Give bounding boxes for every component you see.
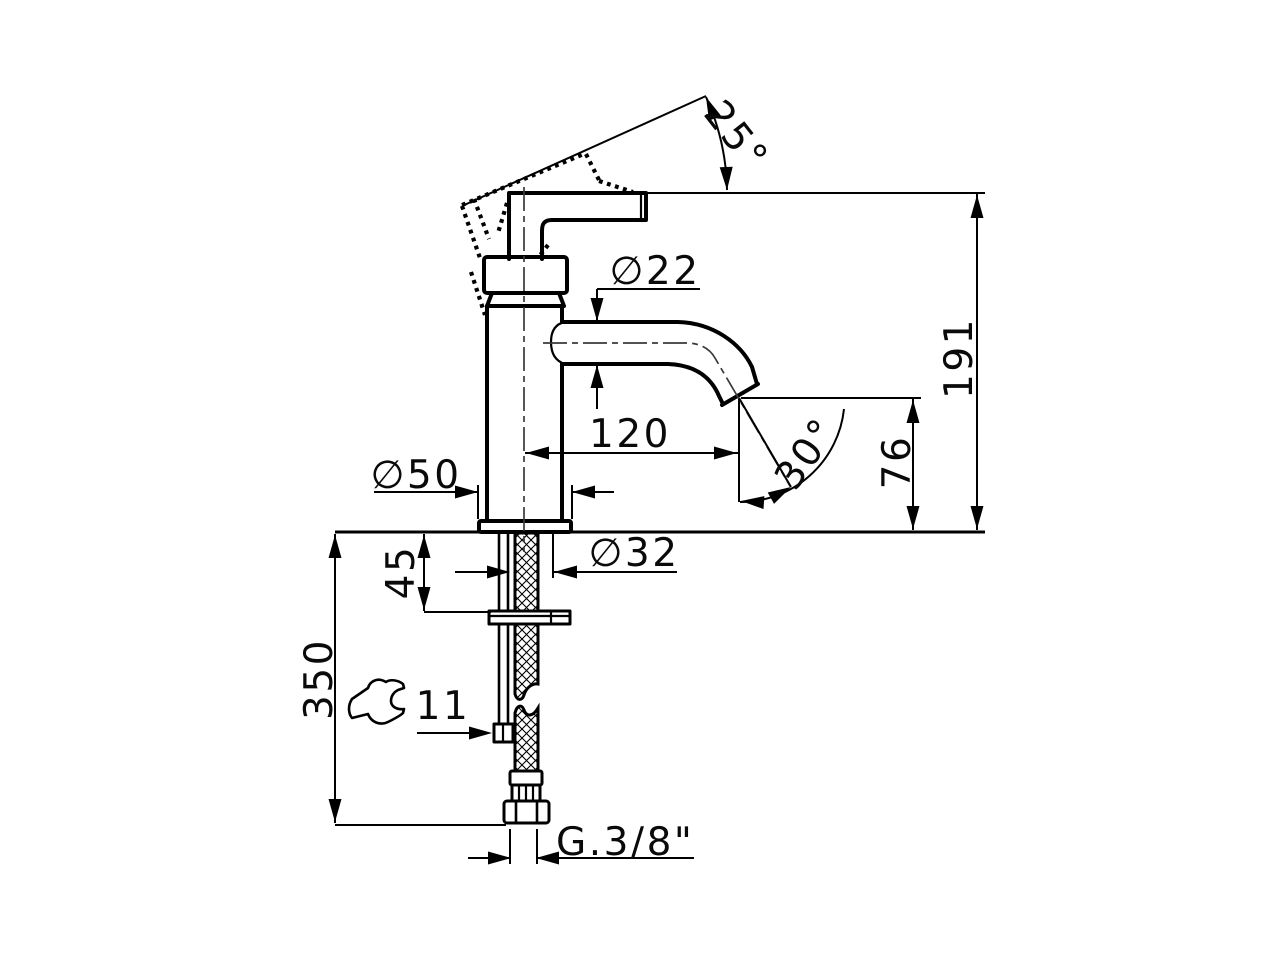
wrench-icon — [347, 678, 406, 725]
arrow-45-bottom — [417, 587, 431, 610]
label-outlet-height: 76 — [875, 435, 920, 490]
spout-root — [549, 320, 566, 366]
tie-rod-nut — [492, 722, 515, 744]
arrow-thread-right — [536, 851, 559, 865]
arrow-350-bottom — [328, 799, 342, 822]
body-cylinder — [485, 304, 564, 523]
ref-line-30deg-slant — [738, 397, 792, 488]
handle-lever — [507, 191, 648, 261]
arrow-d22-top — [590, 298, 604, 321]
label-overall-height: 191 — [937, 317, 982, 399]
arrow-191-top — [970, 195, 984, 218]
dimension-arrowheads — [328, 97, 984, 865]
arrow-d50-right — [572, 485, 595, 499]
centerlines — [523, 187, 791, 552]
arrow-thread-left — [488, 851, 511, 865]
raised-stem-tick-1 — [495, 202, 510, 234]
raised-stem-right-edge — [472, 198, 491, 240]
label-spout-reach: 120 — [589, 412, 671, 457]
cap-neck — [485, 291, 566, 308]
base-flange — [477, 519, 573, 534]
hose-end-fitting — [502, 769, 551, 825]
arrow-76-bottom — [906, 506, 920, 529]
ref-line-25deg — [461, 95, 707, 207]
label-hose-length: 350 — [297, 638, 342, 720]
dim-lines-350 — [334, 534, 506, 826]
label-base-diameter: ∅50 — [370, 453, 461, 498]
arrow-120-left — [526, 446, 549, 460]
dim-lines-thread — [468, 829, 694, 864]
arrow-30deg-right — [767, 487, 791, 504]
flex-hose-lower — [513, 702, 540, 774]
raised-stem-left-edge — [460, 205, 482, 259]
arrow-d32-right — [554, 565, 577, 579]
label-wrench-size: 11 — [416, 684, 471, 729]
cartridge-cap — [482, 255, 569, 295]
faucet-body — [477, 191, 760, 534]
spout-top-edge — [560, 320, 759, 386]
spout-axis-centerline — [543, 342, 791, 487]
arrow-120-right — [714, 446, 737, 460]
arrow-25deg-bottom — [719, 166, 733, 190]
arrow-191-bottom — [970, 506, 984, 529]
label-hole-diameter: ∅32 — [588, 531, 679, 576]
mounting-washer — [487, 609, 572, 626]
arrow-45-top — [417, 535, 431, 558]
spout-outlet-face — [720, 382, 760, 407]
arrow-350-top — [328, 535, 342, 558]
raised-lever-bottom-edge — [598, 179, 634, 194]
arrow-30deg-left — [741, 496, 765, 510]
dimension-labels: ∅22 ∅50 ∅32 120 25° 30° 191 76 45 350 11… — [297, 92, 982, 865]
arrow-25deg-top — [706, 97, 721, 121]
arrow-d22-bottom — [590, 365, 604, 388]
label-spout-diameter: ∅22 — [609, 249, 700, 294]
label-thread: G.3/8" — [556, 820, 694, 865]
spout-bottom-edge — [560, 362, 725, 406]
raised-stem-tick-2 — [536, 243, 550, 260]
arrow-d32-left — [487, 565, 510, 579]
label-clamp-thickness: 45 — [379, 545, 424, 600]
arrow-wrench-leader — [469, 726, 492, 740]
arrow-d50-left — [455, 485, 478, 499]
arrow-76-top — [906, 400, 920, 423]
under-counter-assembly — [487, 531, 572, 825]
tie-rod — [497, 533, 510, 724]
